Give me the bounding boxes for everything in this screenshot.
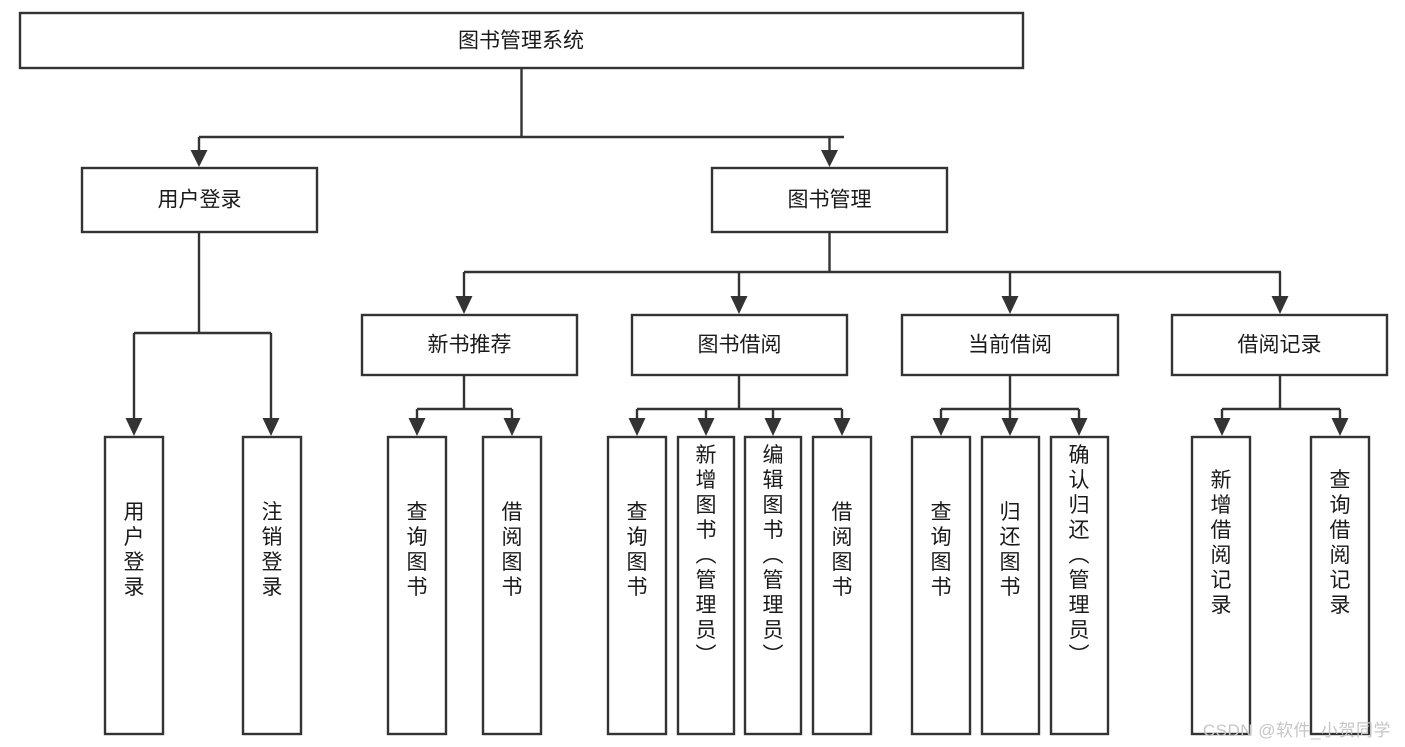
node-book-borrow-label: 图书借阅 xyxy=(698,334,782,357)
leaf-logout-login[interactable]: 注销登录 xyxy=(241,435,303,736)
leaf-query-book-1[interactable]: 查询图书 xyxy=(386,435,448,736)
edges-borrowrecord-to-leaves xyxy=(1213,375,1349,436)
leaf-user-login-label: 用户登录 xyxy=(124,501,145,599)
edges-currentborrow-to-leaves xyxy=(932,375,1088,436)
node-borrow-record[interactable]: 借阅记录 xyxy=(1170,313,1389,377)
leaf-edit-book[interactable]: 编辑图书︵管理员︶ xyxy=(743,435,803,736)
edges-newbook-to-leaves xyxy=(408,375,521,436)
leaf-edit-book-label: 编辑图书︵管理员︶ xyxy=(763,444,784,667)
leaf-query-record-label: 查询借阅记录 xyxy=(1330,469,1351,617)
node-current-borrow-label: 当前借阅 xyxy=(968,334,1052,357)
csdn-watermark: CSDN @软件_小贺同学 xyxy=(1202,721,1391,740)
leaf-query-book-3[interactable]: 查询图书 xyxy=(910,435,972,736)
node-current-borrow[interactable]: 当前借阅 xyxy=(900,313,1120,377)
leaf-borrow-book-2-label: 借阅图书 xyxy=(832,501,853,599)
node-book-manage-label: 图书管理 xyxy=(788,189,872,212)
leaf-borrow-book-1-label: 借阅图书 xyxy=(502,501,523,599)
leaf-logout-login-label: 注销登录 xyxy=(262,501,283,599)
leaf-user-login[interactable]: 用户登录 xyxy=(103,435,165,736)
node-book-borrow[interactable]: 图书借阅 xyxy=(630,313,849,377)
node-user-login-label: 用户登录 xyxy=(158,189,242,212)
edges-userlogin-to-leaves xyxy=(125,232,280,436)
node-borrow-record-label: 借阅记录 xyxy=(1238,334,1322,357)
leaf-return-book[interactable]: 归还图书 xyxy=(980,435,1041,736)
leaf-add-record[interactable]: 新增借阅记录 xyxy=(1190,435,1252,736)
leaf-confirm-return-label: 确认归还︵管理员︶ xyxy=(1069,444,1090,667)
leaf-query-record[interactable]: 查询借阅记录 xyxy=(1309,435,1371,736)
leaf-query-book-1-label: 查询图书 xyxy=(407,501,428,599)
node-new-book-recommend-label: 新书推荐 xyxy=(428,334,512,357)
node-root[interactable]: 图书管理系统 xyxy=(18,11,1025,70)
leaf-add-book[interactable]: 新增图书︵管理员︶ xyxy=(676,435,736,736)
node-new-book-recommend[interactable]: 新书推荐 xyxy=(360,313,579,377)
leaf-query-book-2[interactable]: 查询图书 xyxy=(606,435,668,736)
leaf-borrow-book-1[interactable]: 借阅图书 xyxy=(481,435,543,736)
leaf-return-book-label: 归还图书 xyxy=(1000,501,1021,599)
leaf-confirm-return[interactable]: 确认归还︵管理员︶ xyxy=(1049,435,1110,736)
node-root-label: 图书管理系统 xyxy=(458,30,584,53)
node-user-login[interactable]: 用户登录 xyxy=(80,166,319,234)
leaf-query-book-3-label: 查询图书 xyxy=(931,501,952,599)
leaf-add-record-label: 新增借阅记录 xyxy=(1211,469,1232,617)
edges-root-to-level2 xyxy=(190,68,844,167)
edges-bookborrow-to-leaves xyxy=(628,375,851,436)
leaf-add-book-label: 新增图书︵管理员︶ xyxy=(696,444,717,667)
leaf-borrow-book-2[interactable]: 借阅图书 xyxy=(811,435,873,736)
edges-bookmanage-to-level3 xyxy=(455,232,1289,314)
leaf-query-book-2-label: 查询图书 xyxy=(627,501,648,599)
node-book-manage[interactable]: 图书管理 xyxy=(710,166,949,234)
